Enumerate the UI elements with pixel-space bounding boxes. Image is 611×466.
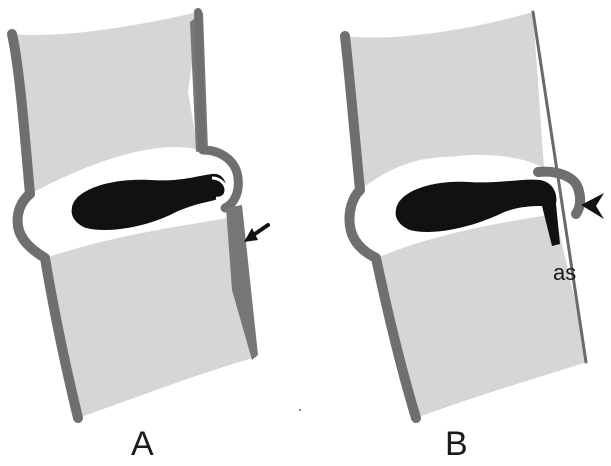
panel-b bbox=[345, 12, 604, 418]
panel-a-arrow bbox=[244, 225, 268, 242]
panel-a bbox=[12, 12, 268, 418]
panel-b-annotation-as: as bbox=[553, 262, 576, 284]
panel-b-label: B bbox=[445, 427, 468, 461]
panel-a-label: A bbox=[131, 427, 154, 461]
scan-speck bbox=[299, 409, 301, 411]
panel-a-upper-anterior-rim bbox=[198, 12, 202, 150]
